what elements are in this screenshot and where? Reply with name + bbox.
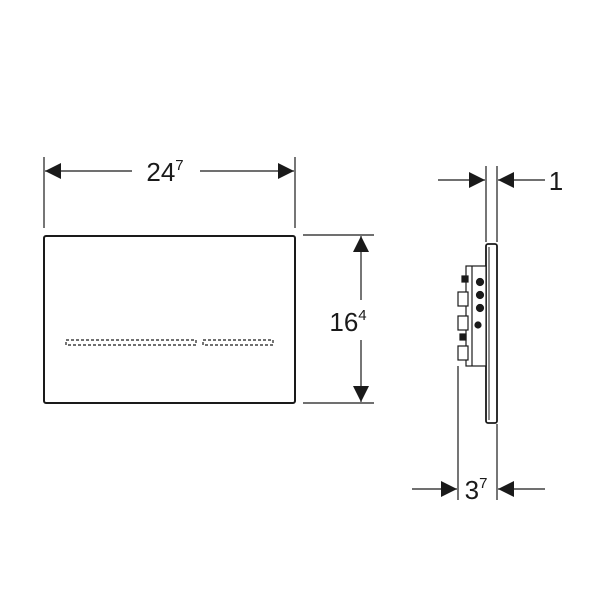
actuator-pin-1: [475, 277, 485, 287]
actuator-pin-2: [475, 290, 485, 300]
thickness-dimension: [438, 166, 545, 242]
flush-plate-front: [43, 235, 296, 404]
flush-slot-markings: [65, 339, 274, 346]
actuator-tab-1: [461, 275, 469, 283]
front-view: 247 164: [43, 157, 374, 404]
large-flush-slot: [65, 339, 197, 346]
actuator-pin-4: [474, 321, 482, 329]
actuator-mechanism: [457, 265, 487, 367]
actuator-pin-3: [475, 303, 485, 313]
width-dimension: [43, 157, 296, 228]
side-view: 1 37: [412, 166, 563, 505]
actuator-block-middle: [457, 315, 469, 331]
flush-plate-side: [485, 243, 498, 424]
height-dimension-label: 164: [329, 307, 366, 337]
height-dimension: [303, 234, 374, 404]
small-flush-slot: [202, 339, 274, 346]
thickness-dimension-label: 1: [549, 166, 563, 196]
width-dimension-label: 247: [146, 157, 183, 187]
actuator-block-bottom: [457, 345, 469, 361]
depth-dimension-label: 37: [465, 475, 488, 505]
actuator-tab-2: [459, 333, 467, 341]
actuator-block-top: [457, 291, 469, 307]
depth-dimension: [412, 366, 545, 500]
